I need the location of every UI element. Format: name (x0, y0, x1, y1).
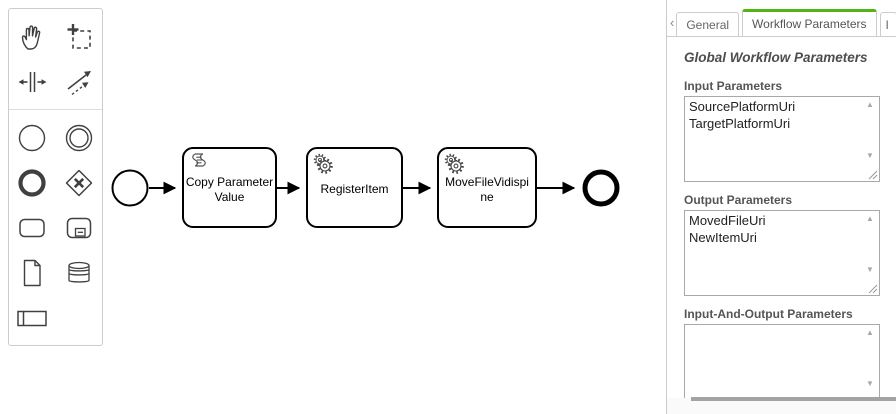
create-intermediate-event[interactable] (56, 115, 103, 160)
scroll-up-icon[interactable]: ▲ (866, 214, 874, 223)
create-end-event[interactable] (9, 160, 56, 205)
create-data-store[interactable] (56, 250, 103, 295)
scroll-down-icon[interactable]: ▼ (866, 151, 874, 160)
tab-truncated[interactable]: I (879, 12, 896, 36)
subprocess-icon (66, 217, 91, 238)
output-parameters-label: Output Parameters (684, 193, 793, 207)
space-tool-icon (18, 71, 47, 92)
tab-workflow-parameters[interactable]: Workflow Parameters (742, 9, 877, 36)
scroll-up-icon[interactable]: ▲ (866, 100, 874, 109)
hand-tool[interactable] (9, 14, 56, 59)
panel-content: Global Workflow Parameters Input Paramet… (667, 37, 896, 410)
participant-icon (17, 310, 47, 326)
input-and-output-parameters-value (686, 326, 861, 408)
scroll-down-icon[interactable]: ▼ (866, 379, 874, 388)
tab-scroll-left-icon[interactable]: ‹ (670, 15, 675, 30)
lasso-tool[interactable] (56, 14, 103, 59)
data-store-icon (68, 261, 90, 283)
hand-icon (22, 24, 41, 50)
input-parameters-value: SourcePlatformUri TargetPlatformUri (689, 99, 796, 131)
end-event[interactable] (582, 169, 620, 207)
panel-heading: Global Workflow Parameters (684, 50, 868, 65)
data-object-icon (24, 259, 41, 286)
start-event-icon (19, 124, 46, 151)
task-movefilevidispine[interactable] (437, 147, 537, 228)
properties-tabbar: ‹ General Workflow Parameters I › (667, 0, 896, 37)
end-event-icon (18, 168, 46, 197)
global-connect-tool[interactable] (56, 59, 103, 104)
input-parameters-field[interactable]: SourcePlatformUri TargetPlatformUri ▲ ▼ (684, 96, 880, 182)
panel-bottom-track (667, 397, 896, 414)
start-event[interactable] (111, 169, 149, 207)
scroll-down-icon[interactable]: ▼ (866, 265, 874, 274)
create-participant[interactable] (9, 295, 56, 340)
resize-grip-icon[interactable] (867, 283, 878, 294)
intermediate-event-icon (65, 124, 92, 151)
create-start-event[interactable] (9, 115, 56, 160)
space-tool[interactable] (9, 59, 56, 104)
input-parameters-label: Input Parameters (684, 79, 783, 93)
task-icon (19, 218, 45, 237)
lasso-icon (67, 23, 91, 49)
connect-icon (67, 70, 91, 95)
task-copy-parameter-value[interactable] (182, 147, 277, 228)
resize-grip-icon[interactable] (867, 169, 878, 180)
scroll-up-icon[interactable]: ▲ (866, 328, 874, 337)
script-task-icon (192, 153, 206, 167)
gateway-icon (65, 169, 92, 196)
diagram-canvas[interactable]: Copy Parameter Value RegisterItem MoveFi… (0, 0, 666, 414)
create-data-object[interactable] (9, 250, 56, 295)
tab-general[interactable]: General (676, 12, 740, 36)
properties-panel: ‹ General Workflow Parameters I › Global… (666, 0, 896, 414)
output-parameters-value: MovedFileUri NewItemUri (689, 213, 766, 245)
input-and-output-parameters-label: Input-And-Output Parameters (684, 307, 853, 321)
create-subprocess[interactable] (56, 205, 103, 250)
palette-divider (9, 109, 102, 110)
bpmn-diagram (111, 147, 620, 228)
create-gateway[interactable] (56, 160, 103, 205)
create-task[interactable] (9, 205, 56, 250)
palette (8, 8, 103, 346)
output-parameters-field[interactable]: MovedFileUri NewItemUri ▲ ▼ (684, 210, 880, 296)
input-and-output-parameters-field[interactable]: ▲ ▼ (684, 324, 880, 410)
horizontal-scrollbar-thumb[interactable] (691, 397, 896, 401)
task-registeritem[interactable] (306, 147, 403, 228)
